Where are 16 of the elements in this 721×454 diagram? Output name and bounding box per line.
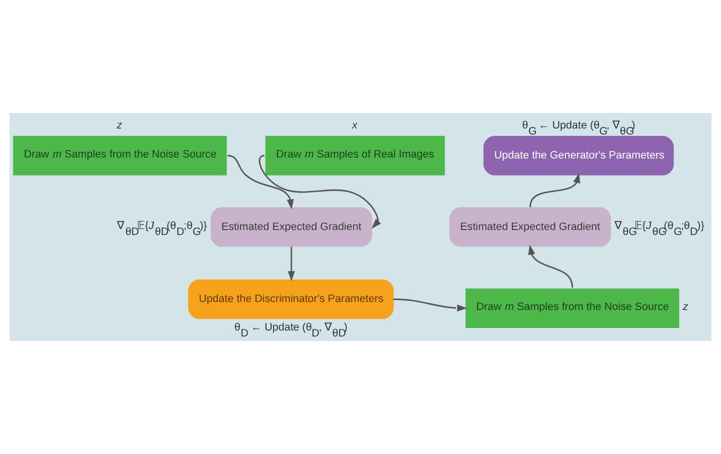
- arrow: [228, 154, 294, 210]
- node-box: Draw m Samples from the Noise Source: [13, 136, 227, 176]
- node-label: z: [116, 119, 122, 132]
- node-box: Update the Generator's Parameters: [483, 136, 674, 176]
- arrow: [258, 154, 382, 229]
- node-label: z: [682, 301, 688, 314]
- arrow: [529, 172, 580, 208]
- node-box: Draw m Samples from the Noise Source: [466, 288, 680, 328]
- node-label: x: [352, 119, 358, 132]
- arrow: [288, 246, 295, 282]
- node-box: Draw m Samples of Real Images: [265, 136, 445, 176]
- arrow: [528, 244, 574, 288]
- node-box: Estimated Expected Gradient: [449, 207, 611, 247]
- arrow: [393, 298, 468, 312]
- node-box: Update the Discriminator's Parameters: [188, 280, 394, 319]
- node-box: Estimated Expected Gradient: [210, 207, 372, 247]
